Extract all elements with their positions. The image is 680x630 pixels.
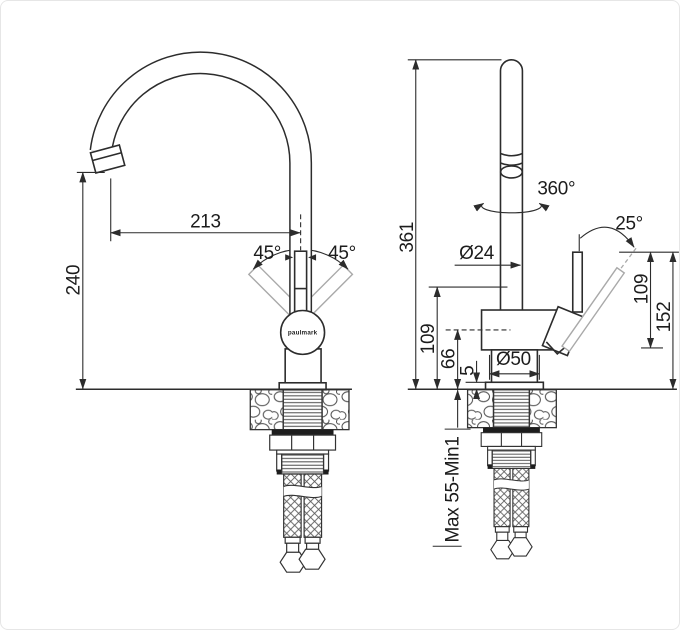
dim-213-label: 213 — [190, 211, 221, 232]
spout-tube-fill — [91, 52, 311, 318]
handle-tilt-arc — [579, 226, 635, 248]
dimensions-right-view: 361 360° Ø24 25° 109 66 5 Ø50 109 152 Ma… — [397, 59, 679, 547]
dim-deck-label: Max 55-Min1 — [443, 436, 464, 542]
swivel-joint-bands — [500, 152, 523, 167]
spout-aerator — [89, 144, 126, 174]
dim-240-label: 240 — [63, 265, 84, 296]
dim-d50-label: Ø50 — [496, 349, 531, 370]
dim-109-left-label: 109 — [418, 324, 439, 355]
left-view-faucet: paulmark — [89, 51, 354, 573]
dim-25-label: 25° — [615, 213, 643, 234]
swing-arrow-right — [308, 254, 317, 261]
swivel-rotation-arc — [473, 202, 550, 214]
undercounter-assembly-left — [269, 429, 337, 573]
handle-ghost-tilted — [561, 266, 626, 353]
countertop-section-left — [249, 389, 350, 431]
spout-column — [499, 59, 524, 311]
dim-360-label: 360° — [537, 178, 575, 199]
brand-logo: paulmark — [288, 330, 318, 337]
dimensions-left-view: 240 213 45° 45° — [63, 171, 356, 390]
swivel-joint-ring — [499, 165, 524, 179]
base-plate-side — [484, 381, 545, 391]
dim-45-left-label: 45° — [253, 243, 281, 264]
handle-lever-side — [571, 251, 584, 313]
dim-109-right-label: 109 — [632, 274, 653, 305]
dim-66-label: 66 — [439, 349, 460, 369]
dim-152-label: 152 — [654, 302, 675, 333]
logo-ball — [279, 309, 326, 356]
dim-361-label: 361 — [397, 222, 418, 253]
dim-5-label: 5 — [458, 366, 479, 376]
countertop-section-right — [466, 389, 557, 429]
dim-d24-label: Ø24 — [459, 243, 494, 264]
swing-arrow-left — [285, 254, 294, 261]
handle-tilt-axis — [620, 247, 637, 269]
handle-lever — [293, 250, 308, 314]
dim-45-right-label: 45° — [328, 243, 356, 264]
right-view-faucet — [445, 59, 637, 560]
undercounter-assembly-right — [480, 427, 543, 560]
